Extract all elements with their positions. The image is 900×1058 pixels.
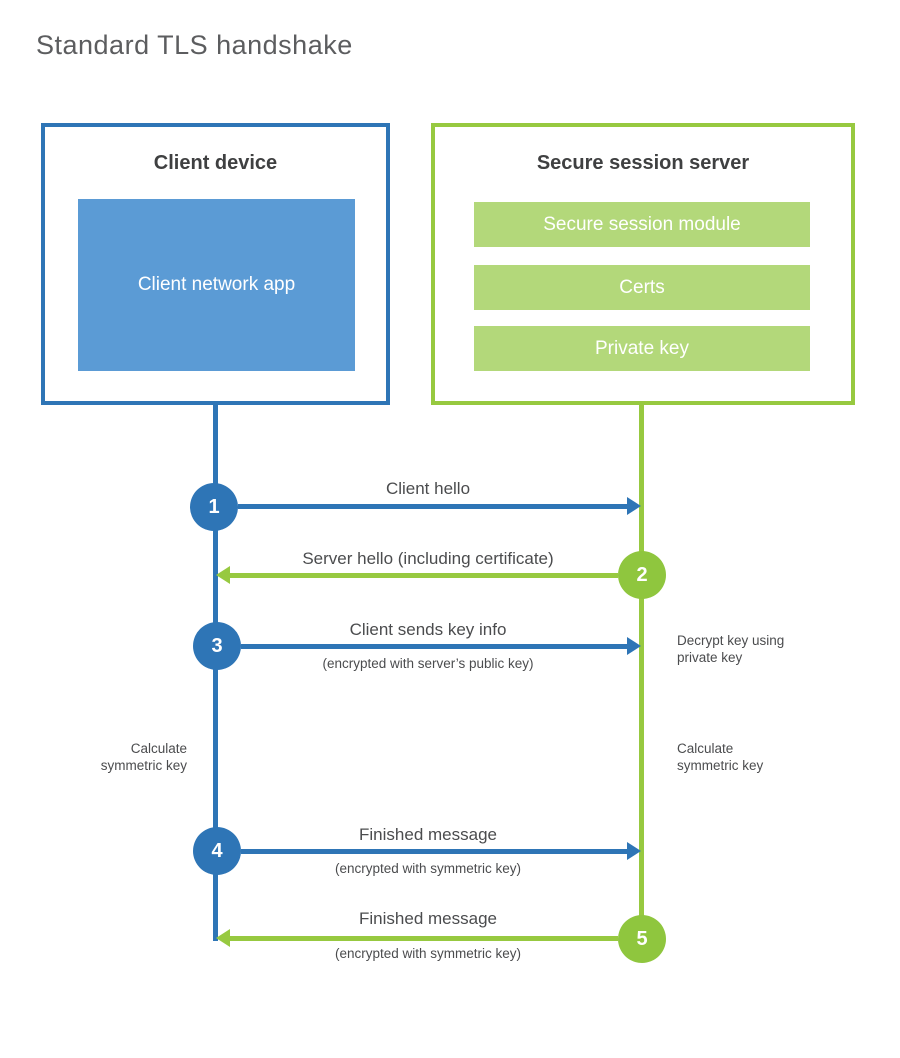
step-circle-5: 5	[618, 915, 666, 963]
arrow-right-icon	[627, 637, 641, 655]
side-note-line: private key	[677, 650, 743, 665]
message-sublabel-5: (encrypted with symmetric key)	[334, 946, 522, 961]
app-label-line1: Client network	[137, 274, 259, 295]
step-circle-1: 1	[190, 483, 238, 531]
client-network-app-box: Client network app	[78, 199, 355, 371]
message-sublabel-4: (encrypted with symmetric key)	[334, 861, 522, 876]
side-note-client-calculate-symmetric-key: Calculate symmetric key	[60, 740, 187, 774]
message-label-3: Client sends key info	[349, 620, 507, 639]
side-note-line: Decrypt key using	[677, 633, 785, 648]
step-number-2: 2	[636, 563, 648, 586]
step-number-5: 5	[636, 927, 648, 950]
server-lifeline	[639, 405, 644, 941]
client-lifeline	[213, 405, 218, 941]
message-arrow-5	[230, 936, 618, 941]
module-bar-certs: Certs	[474, 265, 810, 310]
side-note-server-calculate-symmetric-key: Calculate symmetric key	[677, 740, 827, 774]
client-network-app-label: Client network app	[138, 271, 295, 299]
message-arrow-2	[230, 573, 618, 578]
side-note-line: Calculate	[130, 741, 187, 756]
step-circle-4: 4	[193, 827, 241, 875]
app-label-line2: app	[263, 274, 296, 295]
message-arrow-4	[241, 849, 629, 854]
step-circle-2: 2	[618, 551, 666, 599]
side-note-line: Calculate	[677, 741, 734, 756]
client-device-heading: Client device	[153, 152, 278, 174]
side-note-server-decrypt-key: Decrypt key using private key	[677, 632, 827, 666]
message-arrow-3	[241, 644, 629, 649]
side-note-line: symmetric key	[100, 758, 187, 773]
arrow-right-icon	[627, 497, 641, 515]
module-bar-private-key: Private key	[474, 326, 810, 371]
arrow-left-icon	[216, 566, 230, 584]
message-label-4: Finished message	[359, 825, 497, 844]
module-bar-secure-session-module: Secure session module	[474, 202, 810, 247]
step-circle-3: 3	[193, 622, 241, 670]
server-heading: Secure session server	[536, 152, 750, 174]
secure-session-server-box: Secure session server Secure session mod…	[431, 123, 855, 405]
step-number-4: 4	[211, 839, 223, 862]
arrow-left-icon	[216, 929, 230, 947]
step-number-3: 3	[211, 634, 223, 657]
message-label-5: Finished message	[359, 909, 497, 928]
side-note-line: symmetric key	[677, 758, 764, 773]
message-arrow-1	[238, 504, 629, 509]
arrow-right-icon	[627, 842, 641, 860]
message-label-1: Client hello	[385, 479, 471, 498]
message-label-2: Server hello (including certificate)	[302, 549, 554, 568]
client-device-box: Client device Client network app	[41, 123, 390, 405]
message-sublabel-3: (encrypted with server’s public key)	[322, 656, 534, 671]
step-number-1: 1	[208, 495, 220, 518]
page-title: Standard TLS handshake	[36, 30, 353, 60]
